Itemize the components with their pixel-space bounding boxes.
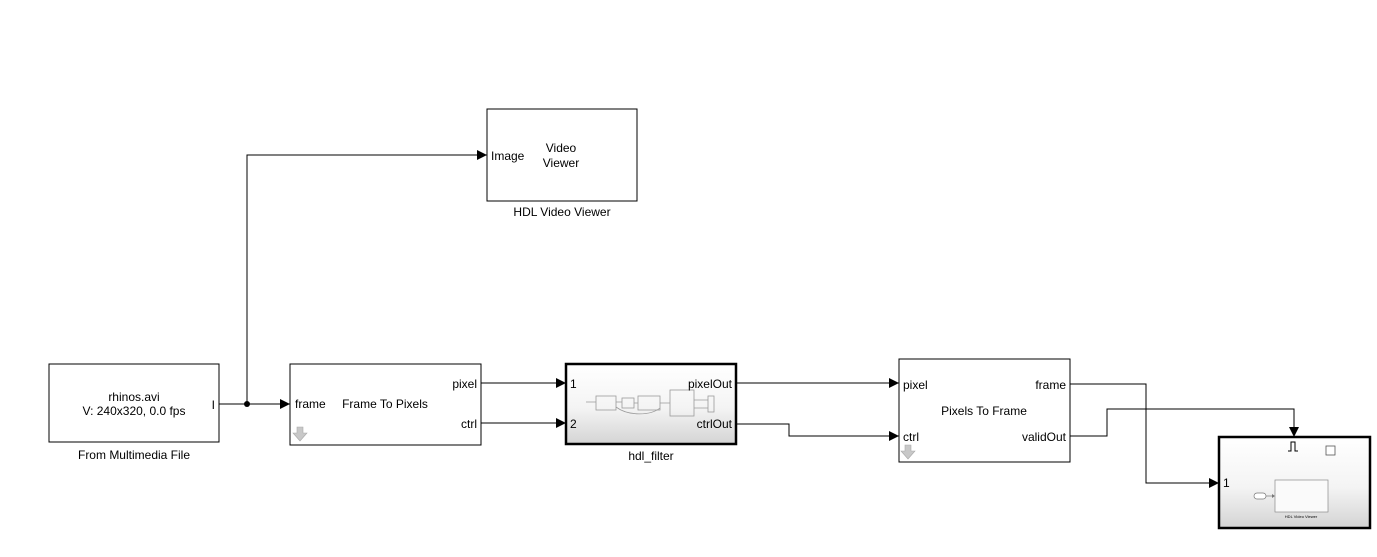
checkbox-icon (1325, 445, 1336, 456)
wire-validout-to-enable[interactable] (1070, 408, 1299, 437)
enabled-viewer-subsystem[interactable]: 1 HDL Video Viewer (1217, 435, 1372, 530)
multimedia-filename: rhinos.avi (108, 390, 159, 404)
down-arrow-icon (292, 426, 308, 442)
frame-to-pixels-block[interactable]: frame Frame To Pixels pixel ctrl (289, 363, 482, 446)
filter-port-in-2: 2 (570, 417, 577, 431)
hdl-filter-subsystem[interactable]: 1 2 pixelOut ctrlOut (564, 362, 738, 446)
wire-ctrlout-to-pixels-to-frame[interactable] (736, 423, 899, 441)
filter-port-in-1: 1 (570, 377, 577, 391)
ptf-port-pixel: pixel (903, 378, 928, 392)
viewer-title-line1: Video (546, 141, 577, 155)
ptf-port-validout: validOut (1022, 430, 1067, 444)
pixels-to-frame-block[interactable]: pixel ctrl Pixels To Frame frame validOu… (898, 358, 1071, 463)
signal-lines (219, 150, 1299, 488)
branch-point (244, 401, 250, 407)
multimedia-port-out: I (212, 398, 215, 412)
ptf-title: Pixels To Frame (941, 404, 1027, 418)
multimedia-format: V: 240x320, 0.0 fps (83, 404, 186, 418)
filter-block-name: hdl_filter (628, 449, 673, 463)
wire-frame-to-display[interactable] (1070, 383, 1219, 488)
filter-port-ctrlout: ctrlOut (697, 417, 733, 431)
pulse-icon (1288, 441, 1298, 452)
display-preview-icon: HDL Video Viewer (1253, 479, 1329, 519)
multimedia-block-name: From Multimedia File (78, 448, 190, 462)
video-viewer-block[interactable]: Image Video Viewer (486, 108, 638, 202)
wire-image-to-viewer[interactable] (219, 150, 487, 405)
ftp-port-frame: frame (295, 397, 326, 411)
ptf-port-frame: frame (1035, 378, 1066, 392)
ptf-port-ctrl: ctrl (903, 430, 919, 444)
ftp-title: Frame To Pixels (342, 397, 428, 411)
subsystem-preview-icon (586, 389, 715, 417)
filter-port-pixelout: pixelOut (688, 377, 733, 391)
ftp-port-pixel: pixel (452, 377, 477, 391)
down-arrow-icon (900, 444, 916, 460)
viewer-port-image: Image (491, 149, 525, 163)
ftp-port-ctrl: ctrl (461, 417, 477, 431)
multimedia-file-block[interactable]: rhinos.avi V: 240x320, 0.0 fps I (48, 363, 220, 443)
display-port-in: 1 (1223, 476, 1230, 490)
viewer-title-line2: Viewer (543, 156, 579, 170)
viewer-block-name: HDL Video Viewer (513, 205, 610, 219)
display-preview-label: HDL Video Viewer (1285, 514, 1318, 519)
